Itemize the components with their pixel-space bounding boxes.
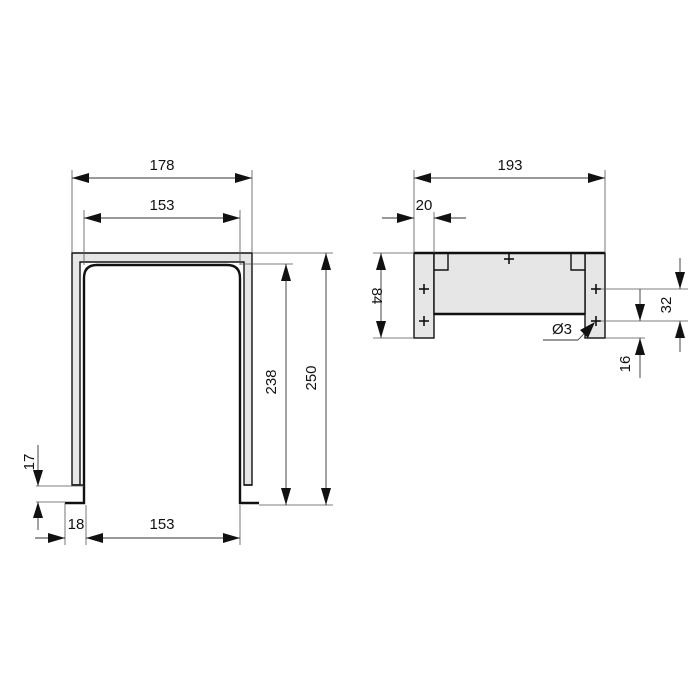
dim-hole-spacing: 32 [658, 297, 675, 314]
bracket-inner-profile [82, 263, 242, 485]
front-view: 178 153 238 250 17 18 153 [21, 157, 333, 545]
dim-foot-height: 17 [21, 454, 38, 471]
dim-inner-width-bottom: 153 [149, 516, 174, 533]
dim-flange-width: 20 [416, 197, 433, 214]
dim-overall-width: 178 [149, 157, 174, 174]
dim-hole-offset: 16 [617, 356, 634, 373]
dim-inner-width-top: 153 [149, 197, 174, 214]
right-foot [238, 485, 259, 505]
dim-overall-height: 250 [303, 365, 320, 390]
right-flange [584, 252, 606, 339]
bracket-outer-profile [71, 252, 253, 486]
dim-top-overall-width: 193 [497, 157, 522, 174]
top-view: 193 20 84 32 16 Ø3 [368, 157, 688, 378]
dim-depth: 84 [368, 288, 385, 305]
dim-inner-height: 238 [263, 369, 280, 394]
dim-hole-diameter: Ø3 [552, 321, 572, 338]
dim-foot-length: 18 [68, 516, 85, 533]
left-foot [65, 485, 86, 505]
mounting-holes [419, 254, 601, 326]
